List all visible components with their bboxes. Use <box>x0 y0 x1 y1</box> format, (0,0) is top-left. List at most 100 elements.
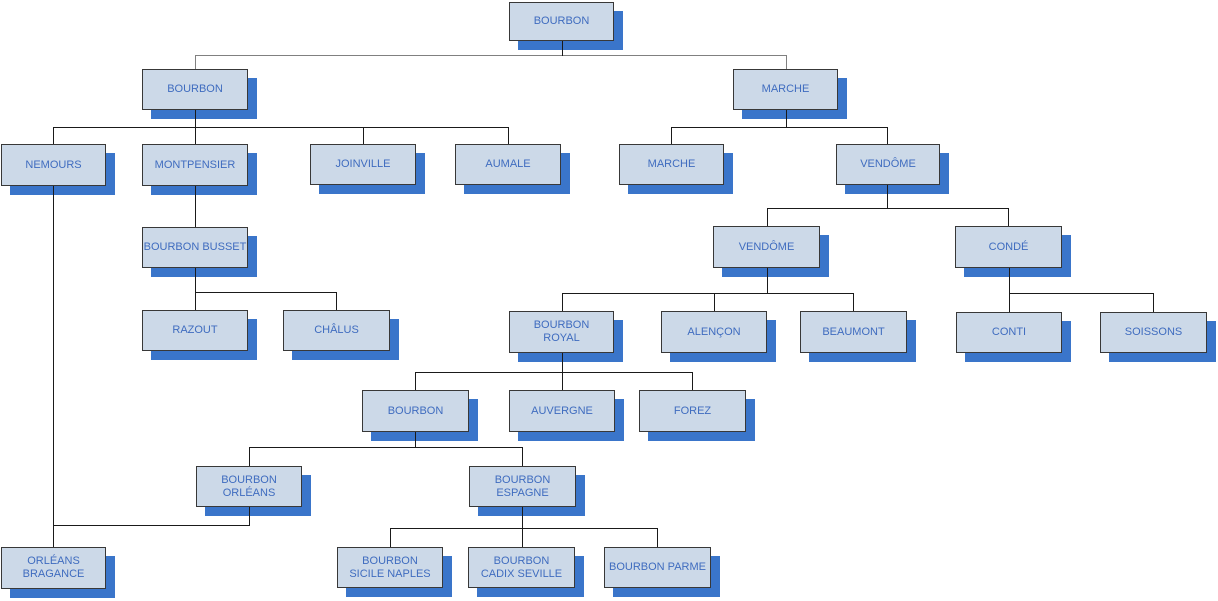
node-bourbon-l1[interactable]: BOURBON <box>142 69 248 110</box>
connector-segment <box>1009 293 1154 294</box>
connector-segment <box>562 293 854 294</box>
connector-segment <box>853 293 854 312</box>
node-label: BOURBON <box>533 15 590 27</box>
node-chalus[interactable]: CHÂLUS <box>283 310 390 351</box>
connector-segment <box>767 208 1009 209</box>
connector-segment <box>767 208 768 227</box>
node-bourbon-parme[interactable]: BOURBON PARME <box>604 547 711 588</box>
node-bourbon-l5[interactable]: BOURBON <box>362 390 469 432</box>
node-label: NEMOURS <box>25 158 82 171</box>
node-label: ORLÉANS BRAGANCE <box>22 555 85 580</box>
node-label: BOURBON PARME <box>609 561 706 573</box>
node-label: FOREZ <box>673 404 712 417</box>
connector-segment <box>249 447 250 467</box>
connector-segment <box>390 528 391 548</box>
node-label: BOURBON CADIX SEVILLE <box>480 554 563 580</box>
connector-segment <box>522 507 523 548</box>
connector-segment <box>786 110 787 128</box>
connector-segment <box>1153 293 1154 313</box>
node-label: CHÂLUS <box>314 324 359 336</box>
connector-segment <box>249 507 250 526</box>
node-label: VENDÔME <box>738 240 795 253</box>
node-label: MARCHE <box>647 158 696 170</box>
node-orleans-bragance[interactable]: ORLÉANS BRAGANCE <box>1 547 106 589</box>
connector-segment <box>415 432 416 448</box>
connector-segment <box>195 268 196 311</box>
node-marche-l2[interactable]: MARCHE <box>619 144 724 185</box>
node-vendome-l3[interactable]: VENDÔME <box>713 226 820 268</box>
connector-segment <box>53 127 509 128</box>
connector-segment <box>195 55 196 70</box>
connector-segment <box>390 528 658 529</box>
node-razout[interactable]: RAZOUT <box>142 310 248 351</box>
node-label: BOURBON ORLÉANS <box>221 473 277 499</box>
node-auvergne[interactable]: AUVERGNE <box>509 390 615 432</box>
connector-segment <box>887 185 888 209</box>
node-label: CONDÉ <box>988 240 1029 253</box>
connector-segment <box>562 353 563 373</box>
node-soissons[interactable]: SOISSONS <box>1100 312 1207 353</box>
node-bourbon-orleans[interactable]: BOURBON ORLÉANS <box>196 466 302 507</box>
connector-segment <box>1009 268 1010 313</box>
node-bourbon-cadix-seville[interactable]: BOURBON CADIX SEVILLE <box>468 547 575 588</box>
node-bourbon-root[interactable]: BOURBON <box>509 2 614 41</box>
node-label: MONTPENSIER <box>154 158 236 171</box>
connector-segment <box>671 127 888 128</box>
node-label: BEAUMONT <box>822 325 885 338</box>
connector-segment <box>415 372 416 391</box>
connector-segment <box>53 127 54 145</box>
node-montpensier[interactable]: MONTPENSIER <box>142 144 248 186</box>
connector-segment <box>363 127 364 145</box>
node-joinville[interactable]: JOINVILLE <box>310 144 416 185</box>
connector-segment <box>671 127 672 145</box>
connector-segment <box>887 127 888 145</box>
node-marche-l1[interactable]: MARCHE <box>733 69 838 110</box>
connector-segment <box>562 372 563 391</box>
connector-segment <box>336 292 337 311</box>
connector-segment <box>522 447 523 467</box>
node-label: CONTI <box>991 326 1027 338</box>
node-label: AUVERGNE <box>531 404 593 417</box>
node-conde[interactable]: CONDÉ <box>955 226 1062 268</box>
node-forez[interactable]: FOREZ <box>639 390 746 432</box>
node-aumale[interactable]: AUMALE <box>455 144 561 185</box>
node-conti[interactable]: CONTI <box>956 312 1062 353</box>
connector-segment <box>786 55 787 70</box>
node-label: AUMALE <box>485 158 531 170</box>
node-label: VENDÔME <box>860 158 916 170</box>
connector-segment <box>195 55 787 56</box>
connector-segment <box>562 293 563 312</box>
connector-segment <box>195 185 196 228</box>
node-label: BOURBON <box>167 83 223 95</box>
connector-segment <box>53 186 54 548</box>
connector-segment <box>53 525 250 526</box>
node-nemours[interactable]: NEMOURS <box>1 144 106 186</box>
node-beaumont[interactable]: BEAUMONT <box>800 311 907 353</box>
connector-segment <box>767 268 768 294</box>
connector-segment <box>714 293 715 312</box>
node-label: BOURBON BUSSET <box>143 241 247 253</box>
node-bourbon-sicile-naples[interactable]: BOURBON SICILE NAPLES <box>337 547 443 588</box>
node-label: BOURBON ROYAL <box>533 319 590 344</box>
node-label: JOINVILLE <box>335 158 391 170</box>
node-label: BOURBON SICILE NAPLES <box>349 554 431 580</box>
connector-segment <box>657 528 658 548</box>
connector-segment <box>1008 208 1009 227</box>
connector-segment <box>692 372 693 391</box>
connector-segment <box>415 372 693 373</box>
node-label: MARCHE <box>761 83 810 95</box>
node-label: BOURBON ESPAGNE <box>494 473 551 499</box>
node-label: BOURBON <box>387 404 444 417</box>
connector-segment <box>195 292 337 293</box>
node-vendome-l2[interactable]: VENDÔME <box>836 144 940 185</box>
node-label: SOISSONS <box>1124 326 1183 338</box>
node-alencon[interactable]: ALENÇON <box>661 311 767 353</box>
node-label: RAZOUT <box>172 324 218 336</box>
node-bourbon-royal[interactable]: BOURBON ROYAL <box>509 311 614 353</box>
node-bourbon-espagne[interactable]: BOURBON ESPAGNE <box>469 466 576 507</box>
node-label: ALENÇON <box>687 325 741 338</box>
connector-segment <box>508 127 509 145</box>
connector-segment <box>562 41 563 56</box>
node-bourbon-busset[interactable]: BOURBON BUSSET <box>142 227 248 268</box>
